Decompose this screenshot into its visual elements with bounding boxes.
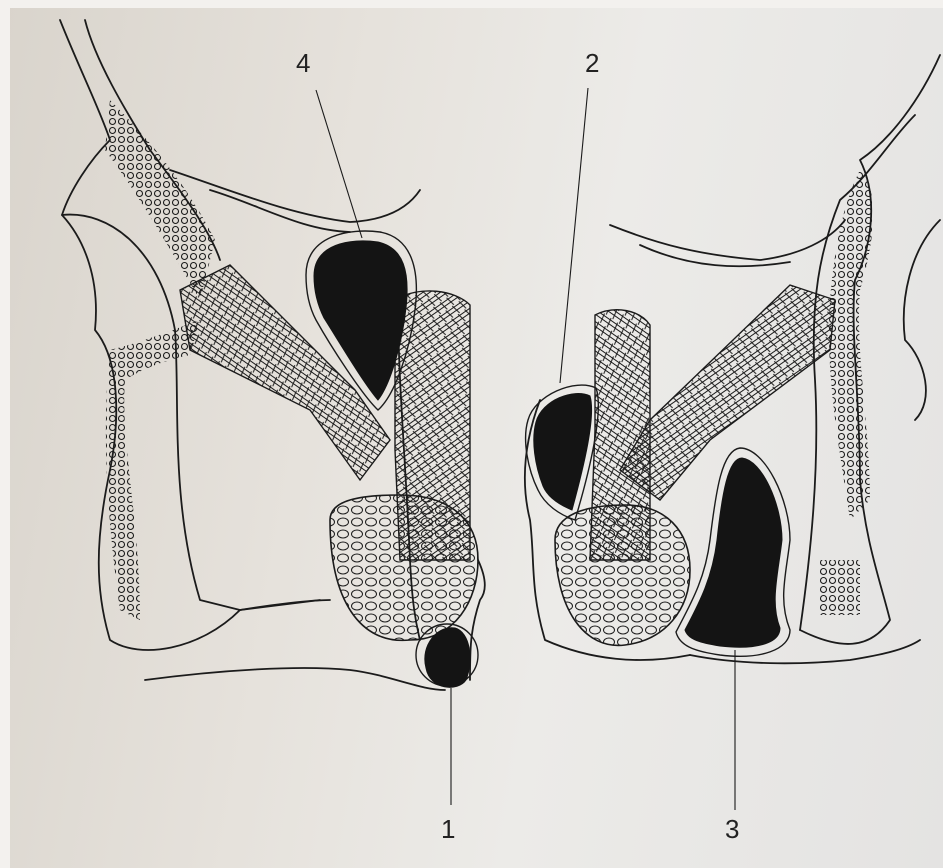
right-cross-section xyxy=(525,55,940,663)
left-cellular-mass xyxy=(330,495,478,640)
left-cross-section xyxy=(60,20,485,690)
right-cancellous-bone-lower xyxy=(820,560,860,615)
right-lesion-3 xyxy=(685,458,782,647)
right-cellular-mass xyxy=(555,505,690,645)
label-3: 3 xyxy=(725,814,739,844)
right-fiber-bundle xyxy=(620,285,835,500)
leader-line-4 xyxy=(316,90,362,238)
left-cancellous-bone-lower xyxy=(106,320,200,620)
leader-line-2 xyxy=(560,88,588,383)
label-4: 4 xyxy=(296,48,310,78)
left-cancellous-bone-upper xyxy=(105,100,215,300)
label-2: 2 xyxy=(585,48,599,78)
right-cancellous-bone xyxy=(829,170,873,520)
label-1: 1 xyxy=(441,814,455,844)
